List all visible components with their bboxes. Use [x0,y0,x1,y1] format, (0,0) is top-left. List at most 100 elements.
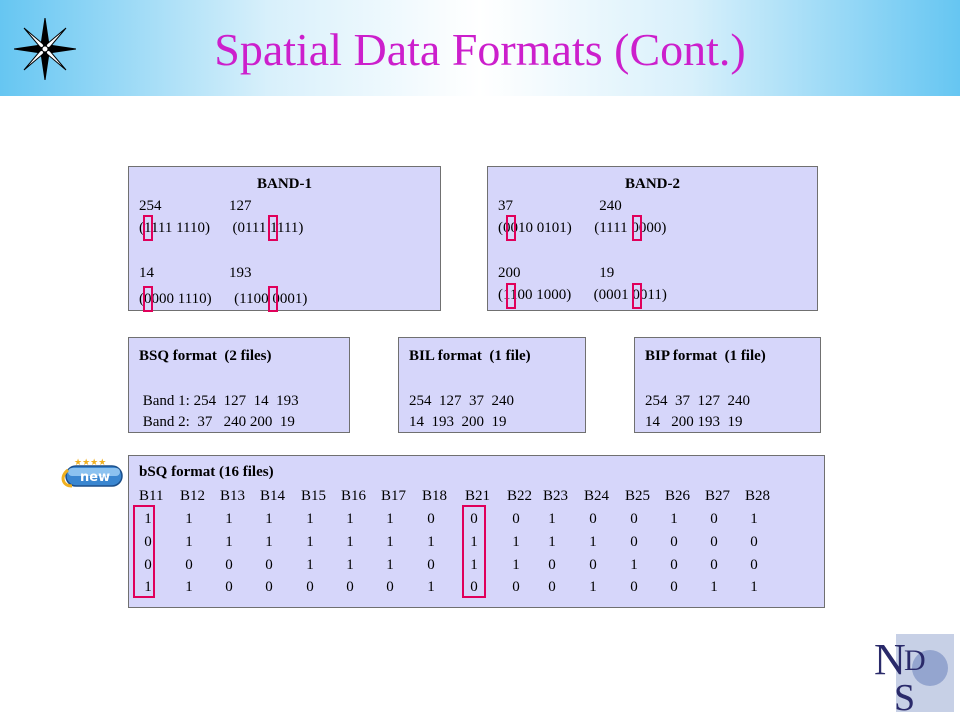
bitsq-bit-cell: 1 [185,534,193,550]
bitsq-bit-cell: 1 [548,534,556,550]
bitsq-bit-cell: 1 [589,534,597,550]
bitsq-bit-cell: 1 [144,579,152,595]
bitsq-bit-cell: 0 [589,511,597,527]
bitsq-column-header: B16 [341,488,367,504]
band-1-msb-highlight [268,286,278,312]
bsq-band-2-line: Band 2: 37 240 200 19 [139,414,295,430]
slide-header [0,0,960,96]
bitsq-bit-cell: 0 [470,579,478,595]
bsq-band-1-line: Band 1: 254 127 14 193 [139,393,299,409]
bitsq-column-header: B24 [584,488,610,504]
bitsq-bit-cell: 1 [144,511,152,527]
band-1-box: BAND-1 254 127 (1111 1110) (0111 1111) 1… [128,166,441,312]
bitsq-bit-cell: 0 [306,579,314,595]
bitsq-bit-cell: 0 [512,579,520,595]
bitsq-bit-cell: 1 [750,579,758,595]
bitsq-column-header: B14 [260,488,286,504]
bitsq-column-header: B17 [381,488,407,504]
slide-title: Spatial Data Formats (Cont.) [214,24,746,75]
band-2-title: BAND-2 [625,176,680,192]
bip-line-2: 14 200 193 19 [645,414,743,430]
bitsq-bit-cell: 0 [710,534,718,550]
band-1-msb-highlight [143,286,153,312]
band-2-row1-values: 37 240 [498,198,622,214]
new-badge-icon: ★★★★ new [61,458,123,488]
band-1-row2-bits: (0000 1110) (1100 0001) [139,291,308,307]
bitsq-column-header: B22 [507,488,533,504]
bitsq-bit-cell: 1 [265,534,273,550]
bitsq-bit-cell: 0 [670,579,678,595]
bip-line-1: 254 37 127 240 [645,393,750,409]
svg-text:D: D [904,644,926,677]
new-badge-stars: ★★★★ [74,458,106,468]
bitsq-column-header: B15 [301,488,327,504]
bitsq-bit-cell: 0 [225,579,233,595]
bsq-format-title: BSQ format (2 files) [139,348,272,364]
band-2-box: BAND-2 37 240 (0010 0101) (1111 0000) 20… [487,166,818,311]
bitsq-bit-cell: 1 [548,511,556,527]
bitsq-format-title: bSQ format (16 files) [139,464,274,480]
bitsq-bit-cell: 0 [386,579,394,595]
bitsq-bit-cell: 0 [750,534,758,550]
band-1-row1-bits: (1111 1110) (0111 1111) [139,220,304,236]
band-1-row2-values: 14 193 [139,265,252,281]
bitsq-bit-cell: 1 [427,534,435,550]
bitsq-bit-cell: 1 [386,557,394,573]
band-2-row2-values: 200 19 [498,265,615,281]
band-1-msb-highlight [143,215,153,241]
bil-format-title: BIL format (1 file) [409,348,531,364]
band-2-msb-highlight [632,283,642,309]
bitsq-bit-cell: 1 [589,579,597,595]
compass-rose-icon [14,18,76,80]
nds-logo: N D S [874,634,954,714]
bitsq-bit-cell: 0 [144,534,152,550]
bitsq-bit-cell: 0 [548,579,556,595]
bitsq-bit-cell: 1 [512,534,520,550]
band-1-msb-highlight [268,215,278,241]
bitsq-msb-highlight [462,505,486,598]
bitsq-bit-cell: 0 [427,511,435,527]
band-2-msb-highlight [632,215,642,241]
bitsq-column-header: B13 [220,488,246,504]
bitsq-bit-cell: 1 [346,557,354,573]
band-2-msb-highlight [506,283,516,309]
bitsq-bit-cell: 1 [185,579,193,595]
bitsq-bit-cell: 1 [670,511,678,527]
bitsq-bit-cell: 0 [144,557,152,573]
bitsq-bit-cell: 0 [427,557,435,573]
bitsq-bit-cell: 0 [225,557,233,573]
bitsq-bit-cell: 1 [185,511,193,527]
bitsq-bit-cell: 0 [265,557,273,573]
svg-text:S: S [894,677,915,714]
bitsq-bit-cell: 0 [512,511,520,527]
new-badge-text: new [80,470,110,485]
bitsq-bit-cell: 1 [427,579,435,595]
bitsq-bit-cell: 1 [470,534,478,550]
bitsq-bit-cell: 0 [710,511,718,527]
bitsq-column-header: B21 [465,488,491,504]
bitsq-bit-cell: 0 [185,557,193,573]
bitsq-bit-cell: 1 [470,557,478,573]
band-1-row1-values: 254 127 [139,198,252,214]
bitsq-bit-cell: 1 [750,511,758,527]
bitsq-bit-cell: 1 [306,511,314,527]
bitsq-bit-cell: 1 [630,557,638,573]
bitsq-column-header: B18 [422,488,448,504]
bitsq-column-header: B26 [665,488,691,504]
svg-text:N: N [874,635,906,684]
bitsq-bit-cell: 0 [265,579,273,595]
bitsq-bit-cell: 0 [470,511,478,527]
bitsq-bit-cell: 0 [630,579,638,595]
bitsq-bit-cell: 1 [306,534,314,550]
bitsq-bit-cell: 0 [750,557,758,573]
bitsq-bit-cell: 1 [306,557,314,573]
bitsq-column-header: B12 [180,488,206,504]
bitsq-bit-cell: 1 [225,534,233,550]
bitsq-bit-cell: 1 [346,534,354,550]
bil-format-box: BIL format (1 file) 254 127 37 240 14 19… [398,337,586,433]
bitsq-msb-highlight [133,505,155,598]
bsq-format-box: BSQ format (2 files) Band 1: 254 127 14 … [128,337,350,433]
bitsq-bit-cell: 0 [630,511,638,527]
bitsq-bit-cell: 0 [670,534,678,550]
